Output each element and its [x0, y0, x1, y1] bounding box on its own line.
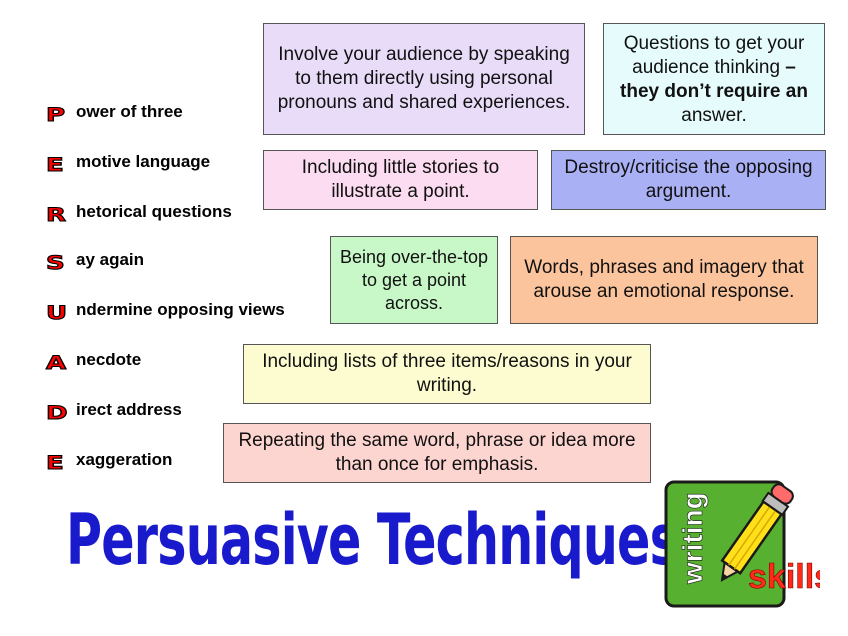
- definition-direct-address: Involve your audience by speaking to the…: [263, 23, 585, 135]
- acrostic-text: ndermine opposing views: [76, 300, 285, 319]
- definition-dash: –: [780, 57, 796, 78]
- acrostic-letter: S: [45, 252, 65, 275]
- acrostic-text: irect address: [76, 400, 182, 419]
- logo-word-writing: writing: [677, 492, 708, 585]
- definition-exaggeration: Being over-the-top to get a point across…: [330, 236, 498, 324]
- logo-word-skills: skills: [748, 558, 820, 596]
- page-title: Persuasive Techniques: [66, 499, 679, 582]
- acrostic-letter: E: [45, 452, 64, 475]
- definition-say-again: Repeating the same word, phrase or idea …: [223, 423, 651, 483]
- acrostic-letter: E: [45, 154, 64, 177]
- acrostic-item-rhetorical-questions: R hetorical questions: [45, 198, 232, 227]
- acrostic-item-undermine-opposing-views: U ndermine opposing views: [45, 296, 285, 325]
- acrostic-text: ay again: [76, 250, 145, 269]
- definition-rhetorical-questions: Questions to get your audience thinking …: [603, 23, 825, 135]
- acrostic-item-exaggeration: E xaggeration: [45, 446, 173, 475]
- pencil-icon: writing skills: [664, 480, 833, 608]
- acrostic-letter: R: [45, 204, 67, 227]
- acrostic-text: ower of three: [76, 102, 183, 121]
- writing-skills-logo: writing skills: [660, 464, 833, 614]
- acrostic-item-anecdote: A necdote: [45, 346, 142, 375]
- definition-emotive: Words, phrases and imagery that arouse a…: [510, 236, 818, 324]
- acrostic-text: necdote: [76, 350, 142, 369]
- acrostic-item-say-again: S ay again: [45, 246, 145, 275]
- definition-text: Questions to get your audience thinking: [623, 33, 805, 78]
- acrostic-letter: P: [45, 104, 66, 127]
- acrostic-text: motive language: [76, 152, 211, 171]
- acrostic-text: xaggeration: [76, 450, 173, 469]
- acrostic-item-power-of-three: P ower of three: [45, 98, 183, 127]
- acrostic-letter: A: [45, 352, 67, 375]
- acrostic-item-emotive-language: E motive language: [45, 148, 211, 177]
- definition-emphasis: they don’t require an: [620, 81, 808, 102]
- definition-undermine: Destroy/criticise the opposing argument.: [551, 150, 826, 210]
- definition-text: answer.: [681, 105, 747, 126]
- acrostic-item-direct-address: D irect address: [45, 396, 182, 425]
- definition-power-of-three: Including lists of three items/reasons i…: [243, 344, 651, 404]
- acrostic-letter: U: [45, 302, 68, 325]
- acrostic-letter: D: [45, 402, 68, 425]
- acrostic-text: hetorical questions: [76, 202, 232, 221]
- definition-anecdote: Including little stories to illustrate a…: [263, 150, 538, 210]
